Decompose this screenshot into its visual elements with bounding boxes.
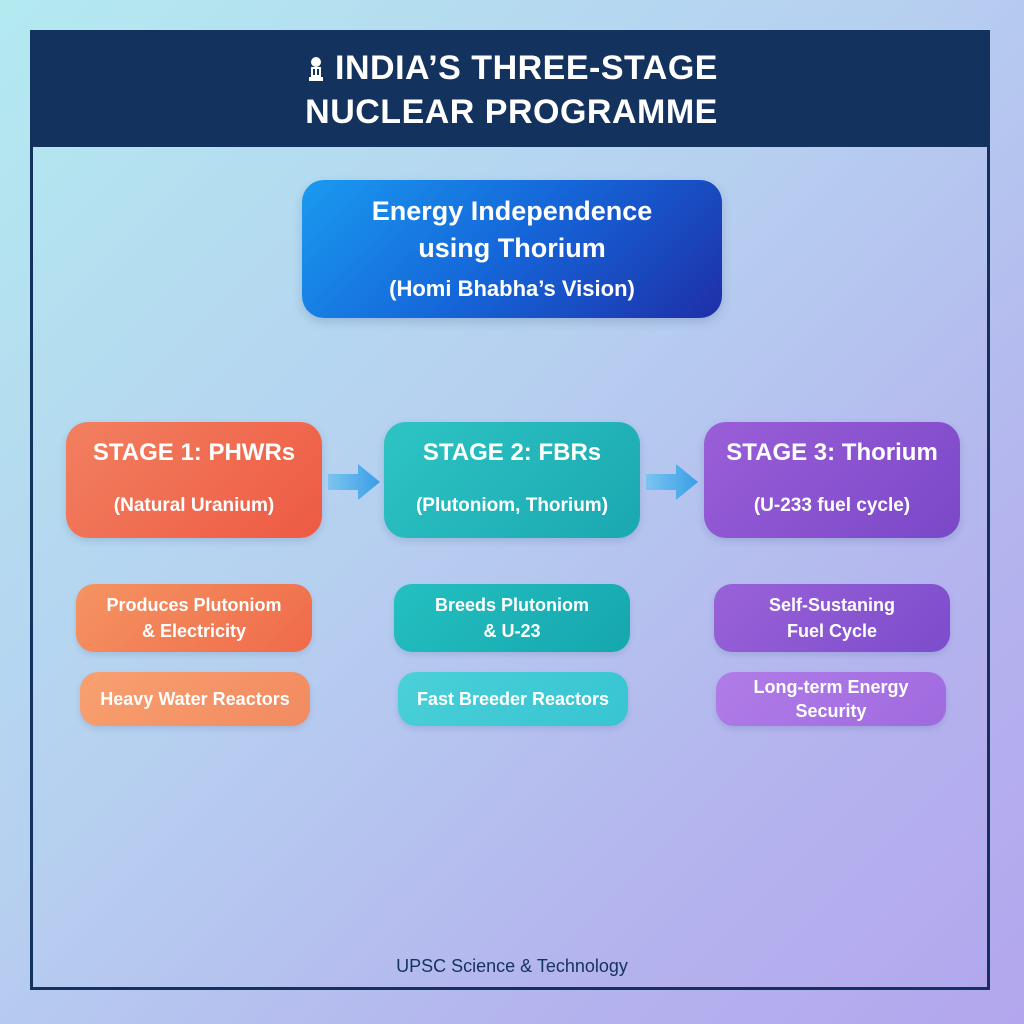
stage-3-type-line-1: Long-term Energy — [753, 677, 909, 697]
stage-2-title: STAGE 2: FBRs — [422, 439, 602, 466]
stage-1-title: STAGE 1: PHWRs — [92, 439, 296, 466]
stage-3-box: STAGE 3: Thorium (U-233 fuel cycle) — [704, 422, 960, 538]
stage-1-subtitle: (Natural Uranium) — [113, 495, 275, 516]
title-line-2: NUCLEAR PROGRAMME — [305, 93, 718, 131]
stage-2-box: STAGE 2: FBRs (Plutoniom, Thorium) — [384, 422, 640, 538]
stage-2-detail-line-2: & U-23 — [483, 621, 541, 641]
arrow-right-icon — [328, 464, 380, 500]
vision-line-3: (Homi Bhabha’s Vision) — [389, 276, 635, 301]
title-line-1-row: INDIA’S THREE-STAGE — [305, 46, 718, 90]
stage-3-type-line-2: Security — [795, 701, 867, 721]
footer-text: UPSC Science & Technology — [396, 956, 628, 976]
stage-1-detail-line-1: Produces Plutoniom — [106, 595, 282, 615]
vision-box: Energy Independence using Thorium (Homi … — [302, 180, 722, 318]
stage-2-type-label: Fast Breeder Reactors — [416, 689, 610, 709]
stage-1-type-label: Heavy Water Reactors — [100, 689, 290, 709]
stage-3-type: Long-term Energy Security — [716, 672, 946, 726]
stage-3-title: STAGE 3: Thorium — [726, 439, 938, 466]
stage-1-detail-line-2: & Electricity — [141, 621, 247, 641]
stage-2-subtitle: (Plutoniom, Thorium) — [415, 495, 609, 516]
title-banner: INDIA’S THREE-STAGE NUCLEAR PROGRAMME — [33, 33, 990, 147]
stage-1-detail: Produces Plutoniom & Electricity — [76, 584, 312, 652]
stage-1-box: STAGE 1: PHWRs (Natural Uranium) — [66, 422, 322, 538]
stage-3-detail-line-1: Self-Sustaning — [768, 595, 895, 615]
vision-line-2: using Thorium — [418, 233, 606, 263]
stage-3-subtitle: (U-233 fuel cycle) — [753, 495, 911, 516]
stage-1-type: Heavy Water Reactors — [80, 672, 310, 726]
stage-3-detail: Self-Sustaning Fuel Cycle — [714, 584, 950, 652]
outer-frame — [30, 30, 990, 990]
vision-line-1: Energy Independence — [371, 196, 653, 226]
stage-2-detail-line-1: Breeds Plutoniom — [434, 595, 590, 615]
stage-2-detail: Breeds Plutoniom & U-23 — [394, 584, 630, 652]
arrow-right-icon — [646, 464, 698, 500]
stage-2-type: Fast Breeder Reactors — [398, 672, 628, 726]
stage-3-detail-line-2: Fuel Cycle — [786, 621, 878, 641]
title-line-1: INDIA’S THREE-STAGE — [335, 49, 718, 87]
emblem-icon — [309, 57, 324, 81]
